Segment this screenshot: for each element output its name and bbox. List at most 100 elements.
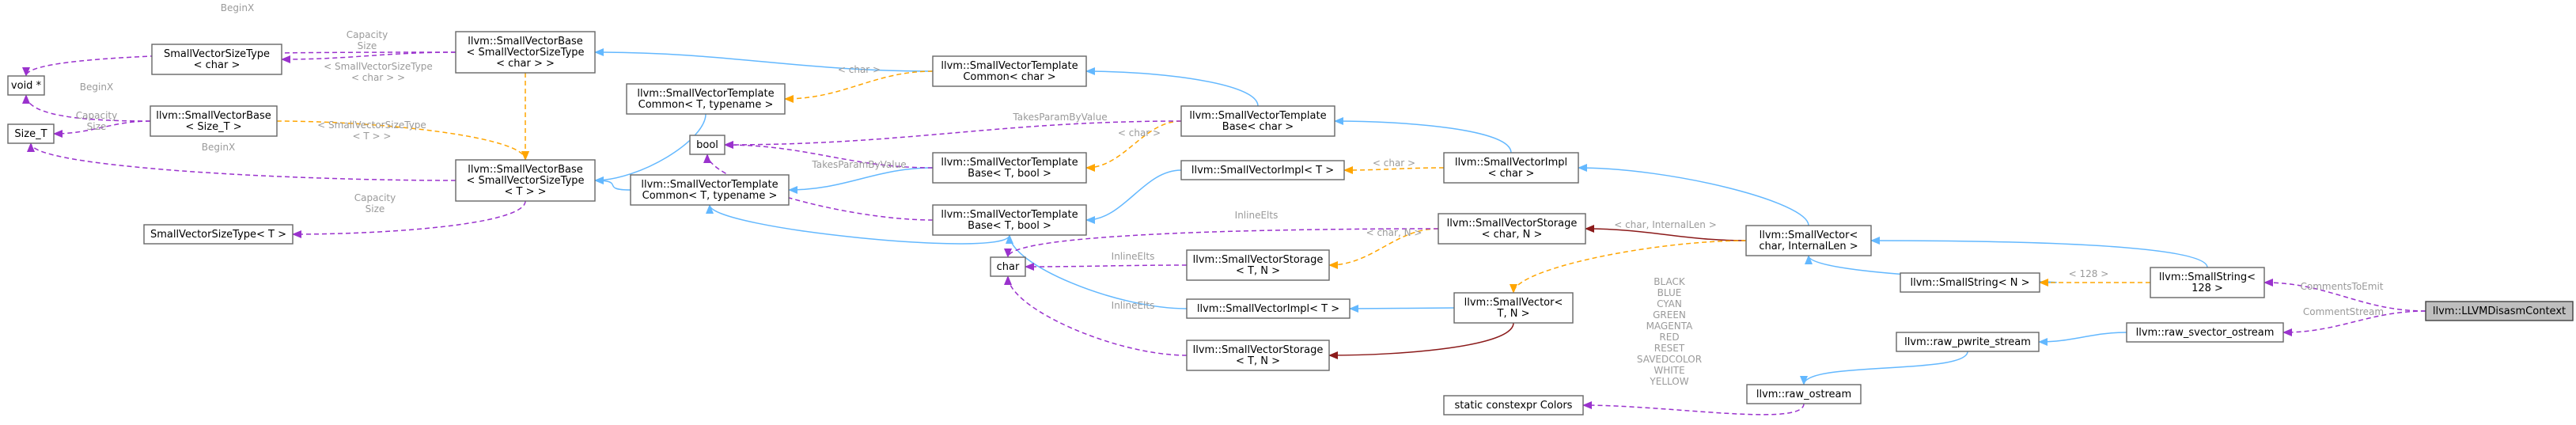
class-node-label-line: bool xyxy=(696,139,718,151)
class-node-raw-svector[interactable]: llvm::raw_svector_ostream xyxy=(2126,322,2284,343)
edge-label-tmpl-128: < 128 > xyxy=(2069,268,2109,279)
class-node-label-line: < T, N > xyxy=(1236,355,1280,367)
edge-label-inline-elts-2: InlineElts xyxy=(1112,251,1155,262)
class-node-label: llvm::SmallString< N > xyxy=(1910,277,2029,289)
class-node-smallstring-128[interactable]: llvm::SmallString<128 > xyxy=(2150,267,2265,298)
edge-template-svb_svst_t-svb_size_t xyxy=(276,120,529,161)
edge-inherit-svb_svst_t-svtc_t_typename2 xyxy=(594,176,631,191)
edge-usage-svb_svst_char-svst_char xyxy=(281,51,456,63)
class-node-label-line: char, InternalLen > xyxy=(1759,241,1858,252)
edge-label-char-n-tmpl: < char, N > xyxy=(1366,227,1422,238)
class-node-svimpl-t2[interactable]: llvm::SmallVectorImpl< T > xyxy=(1186,298,1351,319)
class-node-colors[interactable]: static constexpr Colors xyxy=(1443,395,1584,416)
edge-inherit-svb_svst_char-svtc_char xyxy=(594,48,934,72)
class-node-label-line: SmallVectorSizeType< T > xyxy=(150,229,286,241)
edge-label-svst-t-t: < SmallVectorSizeType< T > > xyxy=(317,120,426,142)
class-node-svb-svst-t[interactable]: llvm::SmallVectorBase< SmallVectorSizeTy… xyxy=(455,159,596,202)
class-node-size-t[interactable]: Size_T xyxy=(7,123,55,144)
class-node-label-line: llvm::SmallVectorTemplate xyxy=(637,88,774,100)
edge-label-line: BLUE xyxy=(1657,287,1682,298)
class-node-label: llvm::raw_pwrite_stream xyxy=(1904,336,2031,348)
edge-label-comments-to-emit: CommentsToEmit xyxy=(2301,281,2384,292)
edge-label-comment-stream: CommentStream xyxy=(2303,306,2384,317)
edge-label-line: Capacity xyxy=(347,29,388,40)
class-node-label-line: llvm::SmallVectorBase xyxy=(468,36,583,47)
class-node-svst-t[interactable]: SmallVectorSizeType< T > xyxy=(143,224,294,245)
class-node-label-line: llvm::raw_ostream xyxy=(1756,389,1851,400)
class-node-label-line: void * xyxy=(11,80,42,92)
edge-inherit-svimpl_char-sv_char_len xyxy=(1578,164,1809,226)
class-node-sv-t-n[interactable]: llvm::SmallVector<T, N > xyxy=(1453,292,1574,324)
class-node-svstorage-t-n2[interactable]: llvm::SmallVectorStorage< T, N > xyxy=(1186,340,1330,371)
class-node-llvm-disasm[interactable]: llvm::LLVMDisasmContext xyxy=(2425,301,2574,321)
class-node-raw-pwrite[interactable]: llvm::raw_pwrite_stream xyxy=(1896,332,2040,352)
class-node-svb-svst-char[interactable]: llvm::SmallVectorBase< SmallVectorSizeTy… xyxy=(455,31,596,74)
edge-inherit-svtc_t_typename2-svtb_t_bool1 xyxy=(788,167,934,194)
edge-label-line: Capacity xyxy=(76,110,117,121)
class-node-svimpl-char[interactable]: llvm::SmallVectorImpl< char > xyxy=(1443,152,1579,184)
edges-layer xyxy=(22,48,2426,416)
class-node-label-line: < char > > xyxy=(496,58,555,70)
class-node-box xyxy=(1186,298,1351,319)
class-node-label: llvm::SmallVectorStorage< T, N > xyxy=(1193,254,1324,277)
edge-label-beginx-2: BeginX xyxy=(80,82,113,93)
edge-label-line: RESET xyxy=(1654,343,1685,354)
edge-usage-svb_size_t-void_ptr xyxy=(22,94,151,122)
edge-label-line: InlineElts xyxy=(1112,251,1155,262)
class-node-smallstring-n[interactable]: llvm::SmallString< N > xyxy=(1900,272,2040,293)
edge-label-line: YELLOW xyxy=(1649,376,1688,387)
edge-template-svtb_t_bool1-svtb_char xyxy=(1085,120,1182,172)
edge-label-line: Capacity xyxy=(354,192,396,203)
class-node-label: SmallVectorSizeType< T > xyxy=(150,229,286,241)
class-node-label: static constexpr Colors xyxy=(1455,400,1573,412)
edge-label-line: < char > xyxy=(1118,127,1161,139)
edge-usage-svb_svst_t-svst_t xyxy=(292,200,526,238)
class-node-box xyxy=(932,55,1087,87)
edge-label-line: MAGENTA xyxy=(1646,321,1694,332)
class-node-sv-char-len[interactable]: llvm::SmallVector<char, InternalLen > xyxy=(1745,225,1872,256)
class-node-label-line: llvm::SmallVectorImpl< T > xyxy=(1197,303,1339,315)
class-node-label-line: llvm::SmallString< N > xyxy=(1910,277,2029,289)
class-node-label-line: llvm::LLVMDisasmContext xyxy=(2433,305,2566,317)
edge-label-line: GREEN xyxy=(1653,309,1686,321)
class-node-label: SmallVectorSizeType< char > xyxy=(164,48,270,71)
class-node-raw-ostream[interactable]: llvm::raw_ostream xyxy=(1746,384,1862,404)
class-node-label-line: < T > > xyxy=(504,186,546,198)
class-node-void-ptr[interactable]: void * xyxy=(7,75,45,96)
class-node-svb-size-t[interactable]: llvm::SmallVectorBase< Size_T > xyxy=(150,105,278,137)
class-node-label-line: llvm::SmallVectorBase xyxy=(156,110,271,122)
class-node-label: llvm::SmallVectorBase< SmallVectorSizeTy… xyxy=(466,164,584,198)
edge-label-char-tmpl-1: < char > xyxy=(838,64,881,75)
class-node-char[interactable]: char xyxy=(990,256,1026,277)
class-node-bool[interactable]: bool xyxy=(689,135,725,155)
class-node-label-line: SmallVectorSizeType xyxy=(164,48,270,60)
class-node-svstorage-char-n[interactable]: llvm::SmallVectorStorage< char, N > xyxy=(1438,213,1586,245)
class-node-label-line: static constexpr Colors xyxy=(1455,400,1573,412)
class-node-svimpl-t1[interactable]: llvm::SmallVectorImpl< T > xyxy=(1180,160,1345,180)
edge-label-line: < SmallVectorSizeType xyxy=(317,120,426,131)
edge-label-line: < SmallVectorSizeType xyxy=(324,61,433,72)
class-node-box xyxy=(1443,152,1579,184)
edge-label-line: WHITE xyxy=(1654,365,1684,376)
edge-label-line: BLACK xyxy=(1654,276,1686,287)
edge-label-line: BeginX xyxy=(221,2,254,13)
class-node-box xyxy=(1180,105,1335,137)
class-node-label: llvm::raw_ostream xyxy=(1756,389,1851,400)
edge-label-line: CommentStream xyxy=(2303,306,2384,317)
class-node-label-line: llvm::SmallVectorStorage xyxy=(1193,344,1324,356)
class-node-label-line: Base< T, bool > xyxy=(968,168,1051,180)
class-node-svstorage-t-n1[interactable]: llvm::SmallVectorStorage< T, N > xyxy=(1186,249,1330,281)
edge-usage-svstorage_char_n-char xyxy=(1004,228,1439,258)
class-node-svst-char[interactable]: SmallVectorSizeType< char > xyxy=(151,44,282,75)
class-node-box xyxy=(990,256,1026,277)
